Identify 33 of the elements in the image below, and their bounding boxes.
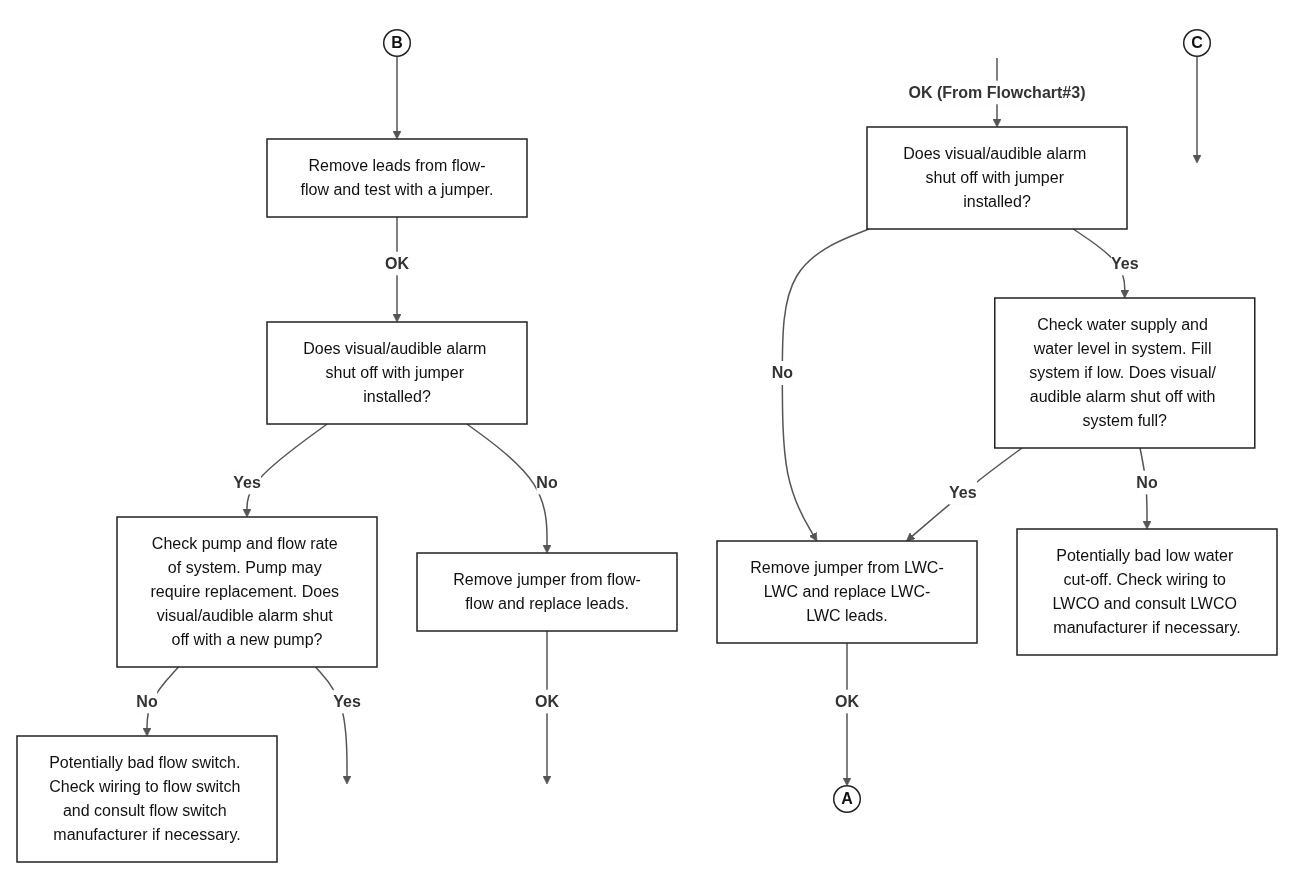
edge-label: Yes [333, 692, 361, 710]
node-box: Remove jumper from LWC-LWC and replace LWC-LWC leads. [716, 540, 978, 644]
node-box: Remove jumper from flow-flow and replace leads. [416, 552, 678, 632]
edge-label: OK [385, 254, 409, 272]
arrow [1192, 55, 1202, 164]
arrow [466, 423, 552, 554]
edge-label: OK (From Flowchart#3) [908, 83, 1086, 101]
node-box: Check pump and flow rate of system. Pump may require replacement. Does visual/audible alarm shut off with a new pump? [116, 516, 378, 668]
node-box: Remove leads from flow-flow and test with a jumper. [266, 138, 528, 218]
edge-label: OK [835, 692, 859, 710]
node-circle: C [1182, 28, 1212, 58]
node-box: Check water supply and water level in system. Fill system if low. Does visual/ audible alarm shut off with system full? [994, 297, 1256, 449]
node-circle: A [832, 784, 862, 814]
arrow [392, 55, 402, 140]
edge-label: No [771, 364, 793, 381]
edge-label: Yes [949, 483, 977, 501]
node-box: Does visual/audible alarm shut off with jumper installed? [266, 321, 528, 425]
node-box: Potentially bad flow switch. Check wiring to flow switch and consult flow switch manufacturer if necessary. [16, 735, 278, 863]
edge-label: No [536, 473, 558, 491]
edge-label: No [1136, 473, 1158, 491]
node-box: Does visual/audible alarm shut off with jumper installed? [866, 126, 1128, 230]
arrow [542, 630, 552, 785]
arrow [842, 642, 852, 787]
arrow [392, 216, 402, 323]
edge-label: Yes [1110, 254, 1139, 272]
edge-label: Yes [233, 473, 261, 491]
edge-label: No [136, 692, 158, 710]
node-circle: B [382, 28, 412, 58]
node-box: Potentially bad low water cut-off. Check wiring to LWCO and consult LWCO manufacturer if necessary. [1016, 528, 1278, 656]
arrow [142, 666, 180, 737]
arrow [906, 447, 1023, 542]
edge-label: OK [535, 692, 559, 710]
arrow [781, 228, 870, 542]
